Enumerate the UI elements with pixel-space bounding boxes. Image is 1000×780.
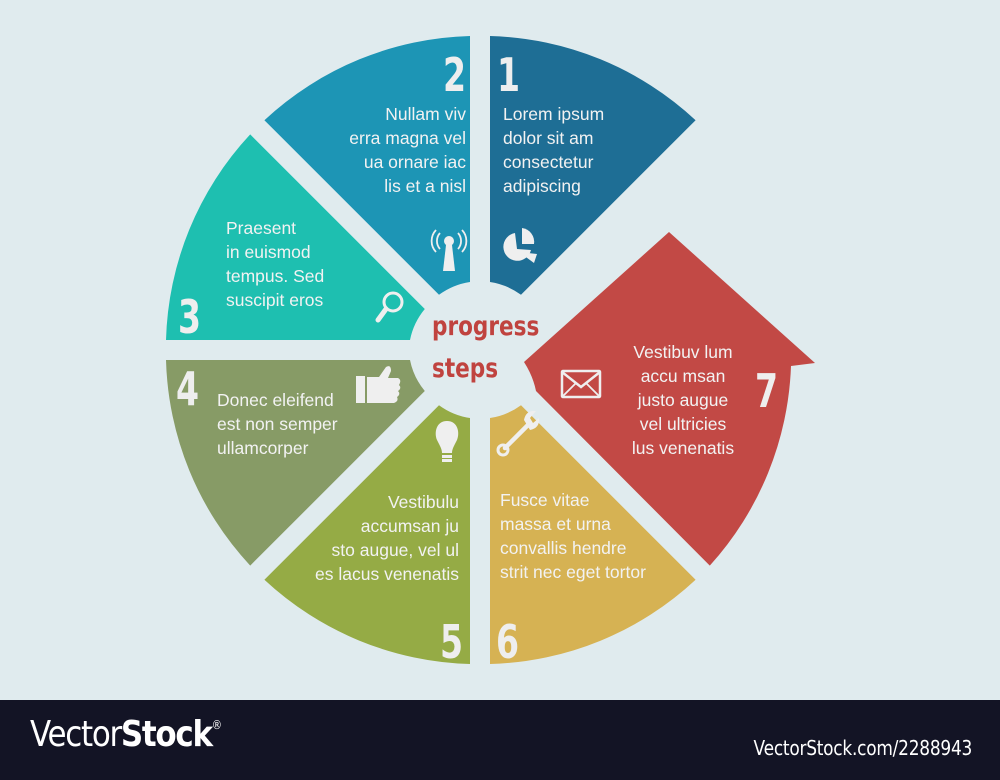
center-title-line-1: progress [432, 310, 539, 342]
thumbs-up-icon [356, 366, 401, 403]
registered-mark: ® [211, 718, 223, 732]
progress-steps-infographic: 1 Lorem ipsum dolor sit am consectetur a… [166, 36, 815, 669]
segment-4-line-1: Donec eleifend [217, 390, 334, 410]
step-number-6: 6 [496, 617, 519, 670]
segment-3-line-3: tempus. Sed [226, 266, 324, 286]
segment-2-shape [264, 36, 470, 295]
segment-6-line-3: convallis hendre [500, 538, 626, 558]
segment-2-line-3: ua ornare iac [364, 152, 466, 172]
segment-4: 4 Donec eleifend est non semper ullamcor… [166, 360, 425, 566]
segment-5-line-4: es lacus venenatis [315, 564, 459, 584]
segment-3-line-4: suscipit eros [226, 290, 324, 310]
segment-5-line-2: accumsan ju [361, 516, 459, 536]
segment-1-line-3: consectetur [503, 152, 594, 172]
light-bulb-icon [435, 421, 459, 462]
segment-7-line-3: justo augue [637, 390, 729, 410]
segment-5-shape [264, 405, 470, 664]
segment-1-shape [490, 36, 696, 295]
center-title-line-2: steps [432, 352, 498, 384]
segment-5-line-1: Vestibulu [388, 492, 459, 512]
segment-6-line-1: Fusce vitae [500, 490, 589, 510]
step-number-7: 7 [755, 366, 778, 419]
segment-5-line-3: sto augue, vel ul [332, 540, 459, 560]
segment-6-shape [490, 405, 696, 664]
image-reference: VectorStock.com/2288943 [753, 736, 972, 760]
segment-1: 1 Lorem ipsum dolor sit am consectetur a… [490, 36, 696, 295]
segment-7-arrow: Vestibuv lum accu msan justo augue vel u… [524, 232, 815, 566]
segment-3-shape [166, 134, 425, 340]
segment-4-line-2: est non semper [217, 414, 338, 434]
segment-4-line-3: ullamcorper [217, 438, 309, 458]
segment-3-line-1: Praesent [226, 218, 296, 238]
step-number-1: 1 [497, 50, 520, 103]
step-number-2: 2 [443, 50, 466, 103]
envelope-icon [560, 369, 602, 399]
center-title: progress steps [432, 310, 539, 384]
segment-7-line-2: accu msan [641, 366, 726, 386]
segment-2-line-1: Nullam viv [385, 104, 466, 124]
segment-5: Vestibulu accumsan ju sto augue, vel ul … [264, 405, 470, 669]
segment-7-line-4: vel ultricies [640, 414, 727, 434]
step-number-5: 5 [440, 617, 463, 670]
segment-7-line-1: Vestibuv lum [633, 342, 732, 362]
segment-6: Fusce vitae massa et urna convallis hend… [490, 405, 696, 669]
watermark-footer: VectorStock® VectorStock.com/2288943 [0, 700, 1000, 780]
pie-chart-icon [503, 228, 537, 263]
segment-1-line-2: dolor sit am [503, 128, 593, 148]
segment-6-line-4: strit nec eget tortor [500, 562, 646, 582]
antenna-icon [430, 229, 468, 271]
segment-2-line-4: lis et a nisl [384, 176, 466, 196]
step-number-3: 3 [178, 292, 201, 345]
segment-4-shape [166, 360, 425, 566]
segment-1-line-1: Lorem ipsum [503, 104, 604, 124]
step-number-4: 4 [176, 364, 199, 417]
segment-3: Praesent in euismod tempus. Sed suscipit… [166, 134, 425, 344]
wrench-icon [496, 410, 540, 457]
segment-1-line-4: adipiscing [503, 176, 581, 196]
segment-7-line-5: lus venenatis [632, 438, 734, 458]
segment-3-line-2: in euismod [226, 242, 311, 262]
logo-bold-text: Stock [120, 714, 213, 755]
segment-2-line-2: erra magna vel [349, 128, 466, 148]
segment-7-shape [524, 232, 815, 566]
logo-light-text: Vector [30, 714, 122, 755]
vectorstock-logo: VectorStock® [30, 714, 222, 755]
segment-2: 2 Nullam viv erra magna vel ua ornare ia… [264, 36, 470, 295]
segment-6-line-2: massa et urna [500, 514, 611, 534]
magnifier-icon [375, 291, 404, 323]
